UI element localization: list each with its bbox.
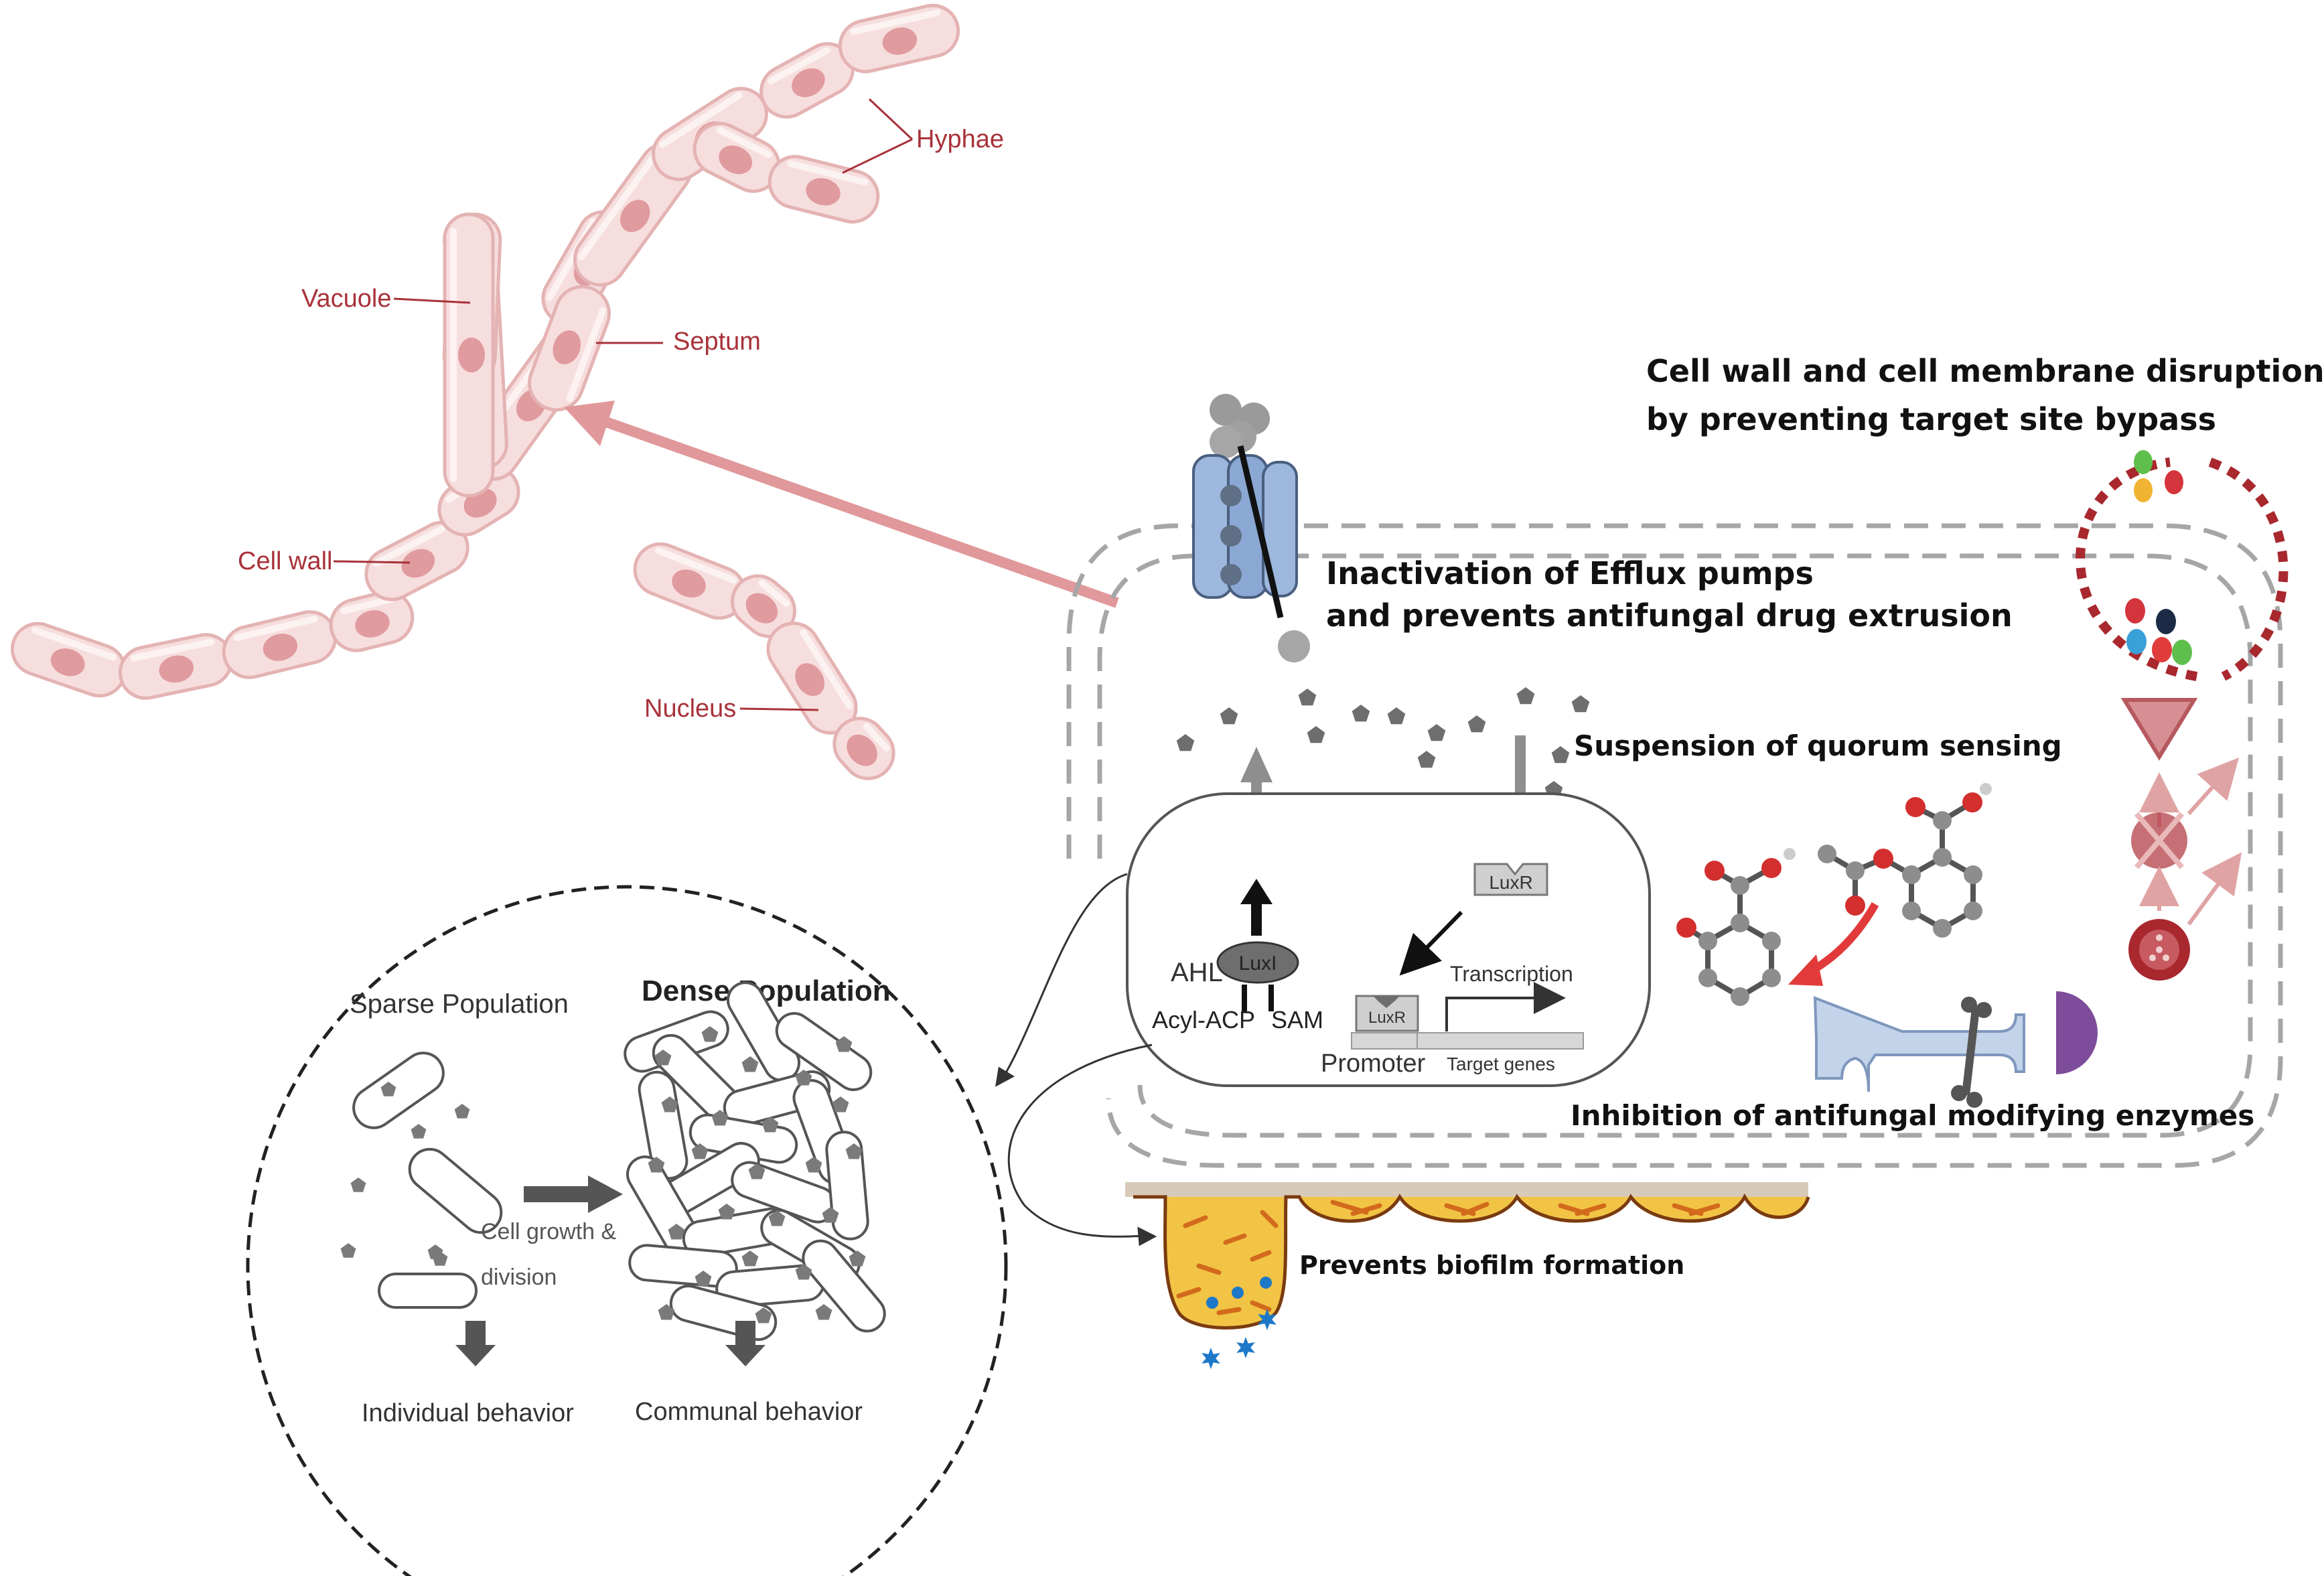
septum-label: Septum <box>673 328 761 356</box>
target-genes-label: Target genes <box>1447 1054 1555 1074</box>
ahl-label: AHL <box>1171 958 1223 987</box>
cell-wall-disruption-line2: by preventing target site bypass <box>1646 401 2216 437</box>
sparse-population-label: Sparse Population <box>350 989 569 1019</box>
fungal-hyphae-illustration <box>10 3 960 780</box>
target-site-symbols <box>2120 698 2242 981</box>
acyl-acp-label: Acyl-ACP <box>1152 1006 1255 1033</box>
individual-behavior-label: Individual behavior <box>362 1399 574 1427</box>
growth-label-2: division <box>481 1265 557 1290</box>
qs-cell-contents: AHL LuxI Acyl-ACP SAM LuxR LuxR Transcri… <box>1152 863 1584 1078</box>
quorum-sensing-label: Suspension of quorum sensing <box>1574 729 2062 762</box>
fungal-cell-membranes <box>1066 523 2283 1168</box>
bacterial-cell <box>1126 792 1651 1087</box>
enzymes-label: Inhibition of antifungal modifying enzym… <box>1571 1099 2254 1132</box>
luxr-top-label: LuxR <box>1489 872 1532 893</box>
cell-wall-disruption-line1: Cell wall and cell membrane disruption <box>1646 353 2324 389</box>
luxi-label: LuxI <box>1239 952 1277 975</box>
hyphae-labels: Hyphae Vacuole Septum Cell wall Nucleus <box>238 98 1004 723</box>
efflux-line1: Inactivation of Efflux pumps <box>1326 555 1814 591</box>
nucleus-label: Nucleus <box>644 695 736 723</box>
promoter-label: Promoter <box>1321 1050 1426 1078</box>
callout-connectors <box>995 873 1157 1246</box>
cell-wall-label: Cell wall <box>238 547 332 575</box>
communal-behavior-label: Communal behavior <box>635 1398 863 1426</box>
vacuole-label: Vacuole <box>301 285 392 313</box>
growth-label-1: Cell growth & <box>481 1219 617 1244</box>
antifungal-molecules-and-enzymes <box>1676 783 2098 1108</box>
efflux-pump <box>1192 394 1310 662</box>
hyphae-label: Hyphae <box>916 125 1004 153</box>
transcription-label: Transcription <box>1450 962 1573 986</box>
biofilm-label: Prevents biofilm formation <box>1299 1250 1684 1280</box>
disrupted-membrane-vesicle <box>2076 450 2289 681</box>
population-density-panel: Sparse Population Dense Population Cell … <box>246 885 1008 1576</box>
sam-label: SAM <box>1271 1006 1323 1033</box>
pink-arrow-to-hyphae <box>564 401 1119 608</box>
biofilm-illustration <box>1125 1182 1810 1369</box>
efflux-line2: and prevents antifungal drug extrusion <box>1326 597 2013 634</box>
luxr-bottom-label: LuxR <box>1368 1009 1406 1027</box>
